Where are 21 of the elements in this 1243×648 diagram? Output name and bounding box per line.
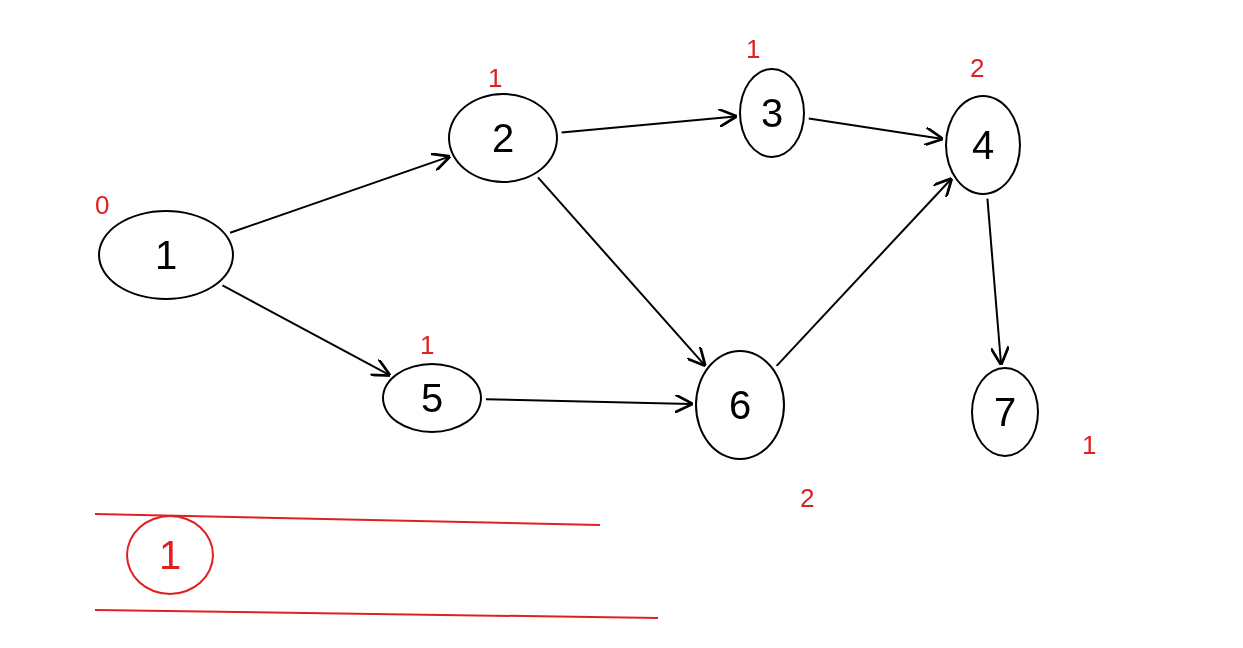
node-circle: 3 <box>739 68 805 158</box>
arrow <box>229 152 452 234</box>
arrow <box>807 117 945 147</box>
arrow <box>537 176 707 368</box>
node-circle: 1 <box>126 515 214 595</box>
in-degree-label: 2 <box>800 485 815 511</box>
node-circle: 2 <box>448 93 558 183</box>
node-circle: 6 <box>695 350 785 460</box>
in-degree-label: 1 <box>746 36 761 62</box>
node-circle: 4 <box>945 95 1021 195</box>
arrow <box>775 176 954 367</box>
arrow <box>484 393 695 414</box>
node-circle: 7 <box>971 367 1039 457</box>
in-degree-label: 1 <box>488 65 503 91</box>
in-degree-label: 1 <box>420 332 435 358</box>
arrow <box>221 284 392 377</box>
node-circle: 5 <box>382 363 482 433</box>
in-degree-label: 1 <box>1082 432 1097 458</box>
arrow <box>986 197 1010 367</box>
arrow <box>560 107 739 134</box>
in-degree-label: 2 <box>970 55 985 81</box>
